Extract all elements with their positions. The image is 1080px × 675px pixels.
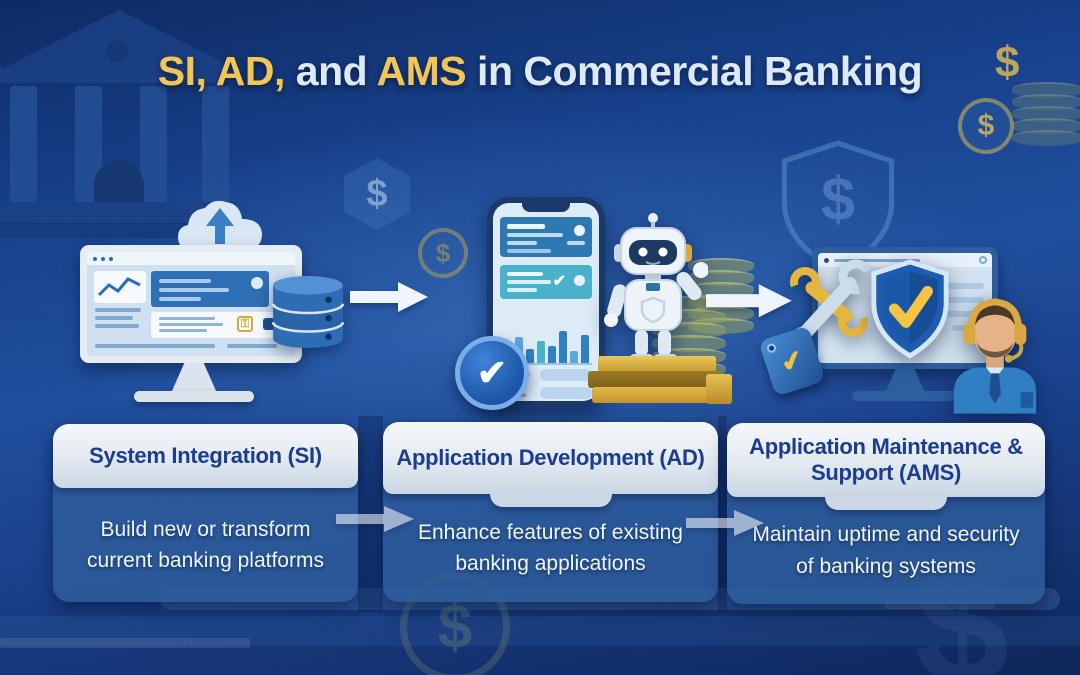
card-description: Build new or transform current banking p…	[53, 488, 358, 602]
transaction-row: ⚿	[151, 312, 281, 338]
text-line	[940, 283, 984, 289]
card-heading: Application Development (AD)	[383, 422, 718, 507]
card-application-development: Application Development (AD) Enhance fea…	[383, 422, 718, 602]
dollar-glyph: $	[366, 172, 388, 215]
coin-dollar-icon: $	[418, 228, 468, 278]
list-row	[540, 387, 592, 399]
title-segment-si-ad: SI, AD,	[157, 48, 286, 94]
floor-highlight-band	[0, 616, 1080, 646]
desktop-monitor-dashboard: ⚿	[80, 245, 302, 363]
cloud-upload-icon	[172, 196, 268, 254]
flow-arrow-si-to-ad	[350, 280, 430, 316]
light-strip	[0, 638, 250, 648]
database-icon	[270, 274, 346, 350]
app-header-card	[500, 217, 592, 257]
title-segment-and: and	[284, 48, 377, 94]
tag-hole	[765, 342, 778, 354]
card-heading: Application Maintenance & Support (AMS)	[727, 423, 1045, 510]
bank-column	[202, 86, 229, 202]
monitor-base	[852, 391, 958, 401]
monitor-screen: ⚿	[87, 252, 295, 356]
card-heading-text: Application Development (AD)	[396, 444, 705, 470]
card-heading-text: Application Maintenance & Support (AMS)	[749, 433, 1023, 485]
text-line	[940, 297, 984, 303]
dollar-glyph: $	[995, 38, 1020, 87]
flow-arrow-card2-to-card3	[686, 506, 766, 537]
dollar-sign-icon: $	[995, 38, 1019, 88]
title-segment-rest: in Commercial Banking	[466, 48, 923, 94]
card-description-text: Maintain uptime and security of banking …	[752, 523, 1020, 578]
monitor-stand	[172, 363, 216, 391]
card-description-text: Enhance features of existing banking app…	[417, 520, 683, 576]
check-logo-icon: ✔	[552, 273, 566, 290]
text-line	[940, 311, 984, 317]
shield-dollar-outline-icon: $	[772, 138, 904, 276]
gold-bars-stack	[588, 356, 732, 408]
bank-base	[2, 202, 236, 222]
card-system-integration: System Integration (SI) Build new or tra…	[53, 424, 358, 602]
card-application-maintenance-support: Application Maintenance & Support (AMS) …	[727, 423, 1045, 604]
checkmark-glyph: ✔	[476, 352, 508, 393]
title-segment-ams: AMS	[376, 48, 467, 94]
mini-chart-card	[94, 271, 146, 303]
avatar	[251, 277, 263, 289]
browser-bar	[87, 252, 295, 265]
text-line	[95, 316, 133, 320]
monitor-base	[134, 391, 254, 402]
checkmark-glyph: ✔	[776, 342, 807, 379]
app-notification-card: ✔	[500, 265, 592, 299]
bank-building-silhouette	[0, 10, 250, 238]
bank-architrave	[0, 68, 240, 83]
page-title: SI, AD, and AMS in Commercial Banking	[0, 48, 1080, 95]
phone-notch	[522, 203, 570, 212]
dollar-glyph: $	[437, 592, 473, 662]
dollar-glyph: $	[977, 109, 995, 142]
header-notch	[489, 494, 612, 507]
coin-dollar-icon: $	[958, 98, 1014, 154]
coin-stack	[1012, 82, 1080, 146]
verified-check-badge: ✔	[455, 336, 529, 410]
list-row	[540, 369, 592, 381]
ai-robot	[598, 212, 709, 364]
flow-arrow-ad-to-ams	[706, 282, 794, 320]
card-description: Maintain uptime and security of banking …	[727, 497, 1045, 604]
light-strip	[885, 600, 995, 609]
bank-column	[10, 86, 37, 202]
avatar	[574, 225, 585, 236]
header-notch	[825, 497, 947, 510]
card-gap-shadow	[718, 416, 727, 612]
card-description-text: Build new or transform current banking p…	[87, 517, 324, 573]
text-line	[95, 324, 139, 328]
gold-key-checkbox-icon: ⚿	[237, 316, 253, 332]
card-description: Enhance features of existing banking app…	[383, 494, 718, 602]
svg-text:$: $	[821, 164, 855, 233]
hexagon-dollar-icon: $	[344, 158, 410, 230]
monitor-stand	[886, 369, 924, 391]
text-line	[95, 308, 141, 312]
user-icon	[574, 275, 585, 286]
bug-icon	[263, 318, 275, 330]
dashboard-panel	[151, 271, 269, 307]
support-agent	[946, 296, 1044, 414]
bank-pediment-medallion	[106, 40, 128, 62]
security-shield-check-icon	[866, 258, 954, 360]
text-line	[227, 344, 277, 348]
bank-column	[140, 86, 167, 202]
text-line	[95, 344, 215, 348]
card-heading-text: System Integration (SI)	[89, 442, 322, 468]
flow-arrow-card1-to-card2	[336, 502, 416, 533]
card-heading: System Integration (SI)	[53, 424, 358, 488]
dollar-glyph: $	[435, 237, 451, 268]
